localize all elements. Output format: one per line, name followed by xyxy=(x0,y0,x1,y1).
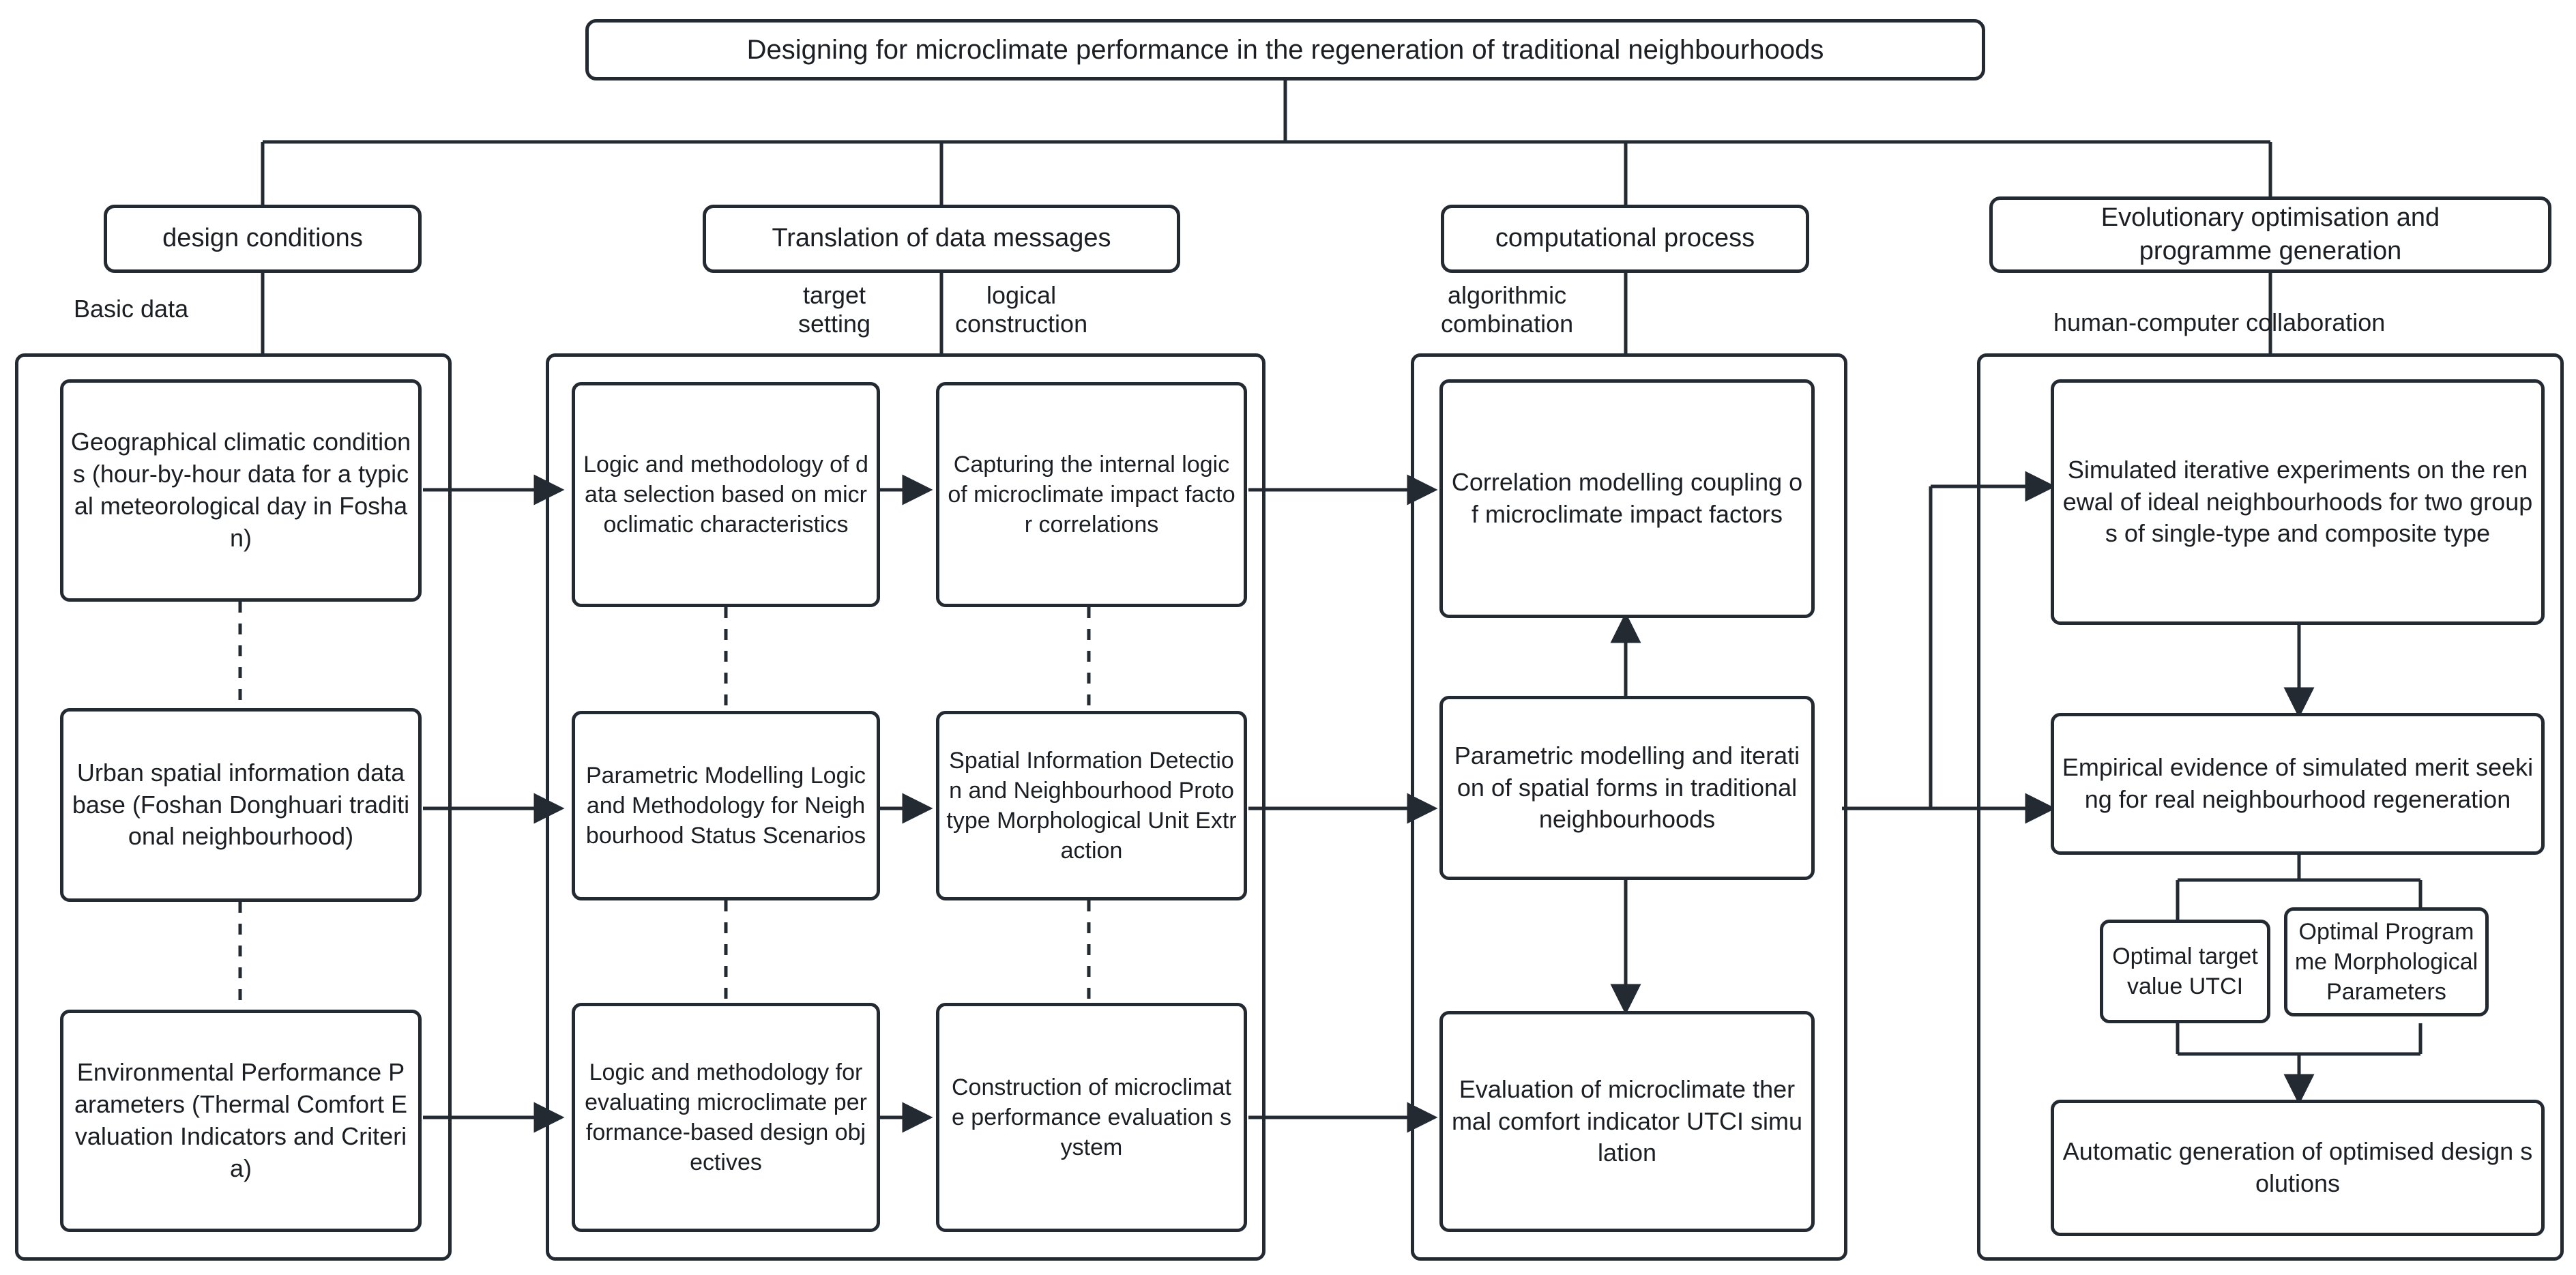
header-design-conditions[interactable]: design conditions xyxy=(104,205,422,273)
header-computational-process[interactable]: computational process xyxy=(1441,205,1809,273)
node-simulated-iterative-experiments[interactable]: Simulated iterative experiments on the r… xyxy=(2051,379,2545,625)
node-spatial-information-detection[interactable]: Spatial Information Detection and Neighb… xyxy=(936,711,1247,900)
node-logic-methodology-data-selection[interactable]: Logic and methodology of data selection … xyxy=(572,382,880,607)
caption-logical-construction: logical construction xyxy=(955,281,1088,338)
node-optimal-target-value-utci[interactable]: Optimal target value UTCI xyxy=(2100,920,2270,1023)
node-construction-evaluation-system[interactable]: Construction of microclimate performance… xyxy=(936,1003,1247,1232)
header-translation-of-data-messages[interactable]: Translation of data messages xyxy=(703,205,1180,273)
node-empirical-evidence-merit-seeking[interactable]: Empirical evidence of simulated merit se… xyxy=(2051,713,2545,855)
node-capturing-internal-logic[interactable]: Capturing the internal logic of microcli… xyxy=(936,382,1247,607)
diagram-title-box: Designing for microclimate performance i… xyxy=(585,19,1985,80)
header-label: design conditions xyxy=(162,224,363,253)
header-label-line2: programme generation xyxy=(2139,237,2402,265)
group-frame-design-conditions xyxy=(15,353,452,1261)
group-frame-computational xyxy=(1411,353,1847,1261)
caption-basic-data: Basic data xyxy=(74,295,189,323)
node-parametric-modelling-logic-methodology[interactable]: Parametric Modelling Logic and Methodolo… xyxy=(572,711,880,900)
node-logic-methodology-evaluating-microclimate[interactable]: Logic and methodology for evaluating mic… xyxy=(572,1003,880,1232)
node-urban-spatial-information-database[interactable]: Urban spatial information database (Fosh… xyxy=(60,708,422,902)
header-evolutionary-optimisation[interactable]: Evolutionary optimisation and programme … xyxy=(1989,196,2551,273)
node-environmental-performance-parameters[interactable]: Environmental Performance Parameters (Th… xyxy=(60,1010,422,1232)
caption-target-setting: target setting xyxy=(798,281,871,338)
node-parametric-modelling-iteration[interactable]: Parametric modelling and iteration of sp… xyxy=(1439,696,1815,880)
node-geographical-climatic-conditions[interactable]: Geographical climatic conditions (hour-b… xyxy=(60,379,422,602)
node-automatic-generation-design-solutions[interactable]: Automatic generation of optimised design… xyxy=(2051,1100,2545,1236)
node-evaluation-utci-simulation[interactable]: Evaluation of microclimate thermal comfo… xyxy=(1439,1011,1815,1232)
node-correlation-modelling-coupling[interactable]: Correlation modelling coupling of microc… xyxy=(1439,379,1815,618)
page-title: Designing for microclimate performance i… xyxy=(746,35,1824,65)
group-frame-evolutionary xyxy=(1977,353,2564,1261)
caption-human-computer-collaboration: human-computer collaboration xyxy=(2053,308,2386,336)
header-label-line1: Evolutionary optimisation and xyxy=(2101,203,2440,232)
group-frame-translation xyxy=(546,353,1265,1261)
node-optimal-programme-morphological-parameters[interactable]: Optimal Programme Morphological Paramete… xyxy=(2284,907,2489,1016)
header-label: computational process xyxy=(1495,224,1755,253)
caption-algorithmic-combination: algorithmic combination xyxy=(1441,281,1574,338)
header-label: Translation of data messages xyxy=(772,224,1111,253)
